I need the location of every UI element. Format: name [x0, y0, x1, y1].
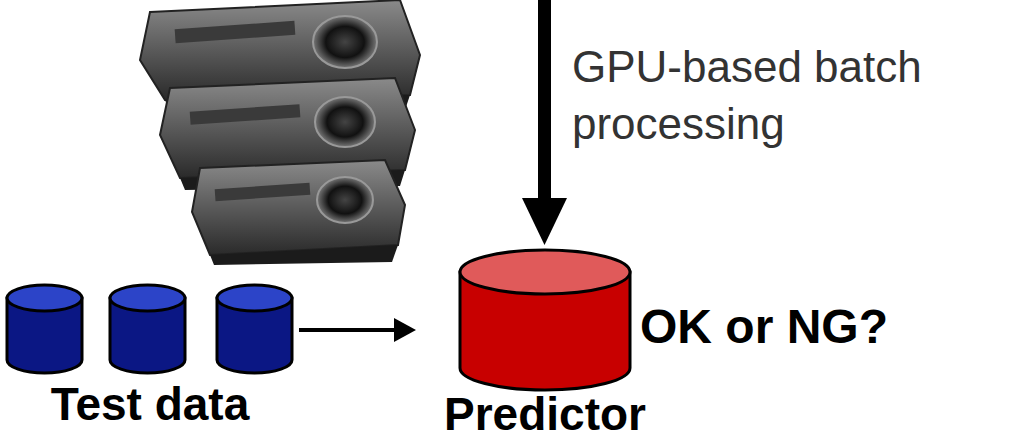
data-cylinders-shape	[5, 283, 295, 377]
predictor-cylinder-shape	[420, 248, 670, 394]
gpu-card	[192, 160, 405, 265]
cylinder-shape	[110, 285, 185, 373]
question-label: OK or NG?	[640, 298, 1010, 356]
node-title: Test data	[1, 379, 299, 430]
process-label: GPU-based batch processing	[572, 38, 1012, 152]
batch-arrow	[522, 0, 567, 245]
predictor-cylinder: Predictor	[416, 248, 674, 440]
flow-arrow	[299, 318, 416, 342]
cylinder-shape	[217, 285, 292, 373]
node-title: Predictor	[416, 389, 674, 440]
data-cylinders: Test data	[1, 283, 299, 430]
cylinder-shape	[7, 285, 82, 373]
cylinder-shape	[460, 250, 630, 390]
